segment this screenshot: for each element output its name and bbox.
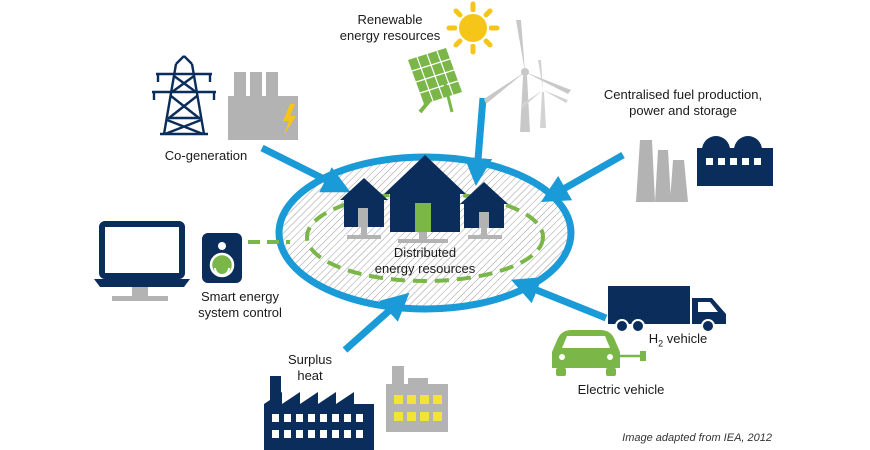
factory-icon — [264, 376, 374, 450]
arrow-centralised — [540, 151, 625, 202]
house-right-icon — [460, 182, 508, 239]
renewable-label: Renewable energy resources — [339, 12, 441, 43]
fuel-plant-icon — [697, 136, 773, 186]
house-center-icon — [384, 155, 466, 243]
solar-panel-icon — [408, 48, 462, 114]
cogeneration-plant-icon — [228, 72, 298, 140]
small-wind-turbine-icon — [521, 60, 568, 128]
electric-car-icon — [552, 330, 646, 376]
arrow-h2-vehicle — [511, 277, 608, 322]
image-credit: Image adapted from IEA, 2012 — [622, 432, 772, 444]
heat-building-icon — [386, 366, 448, 432]
smart-control-icon — [202, 233, 242, 283]
surplus-heat-label: Surplus heat — [287, 352, 333, 383]
transmission-tower-icon — [152, 55, 216, 136]
arrow-cogeneration — [260, 144, 351, 193]
sun-icon — [446, 1, 500, 55]
wind-turbine-icon — [484, 20, 571, 132]
house-left-icon — [340, 178, 388, 239]
h2-vehicle-label: H2 vehicle — [648, 331, 708, 349]
arrow-renewable — [464, 97, 493, 186]
cogeneration-label: Co-generation — [164, 148, 248, 163]
electric-vehicle-label: Electric vehicle — [577, 382, 665, 397]
houses-icon — [340, 155, 508, 243]
distributed-label: Distributed energy resources — [374, 245, 476, 276]
h2-subscript: 2 — [658, 338, 664, 349]
centralised-label: Centralised fuel production, power and s… — [603, 87, 763, 118]
cooling-towers-icon — [636, 140, 688, 202]
arrow-surplus-heat — [342, 292, 410, 353]
smart-control-label: Smart energy system control — [198, 289, 282, 320]
h2-truck-icon — [608, 286, 726, 333]
computer-monitor-icon — [94, 221, 190, 301]
flow-arrows — [260, 97, 625, 353]
